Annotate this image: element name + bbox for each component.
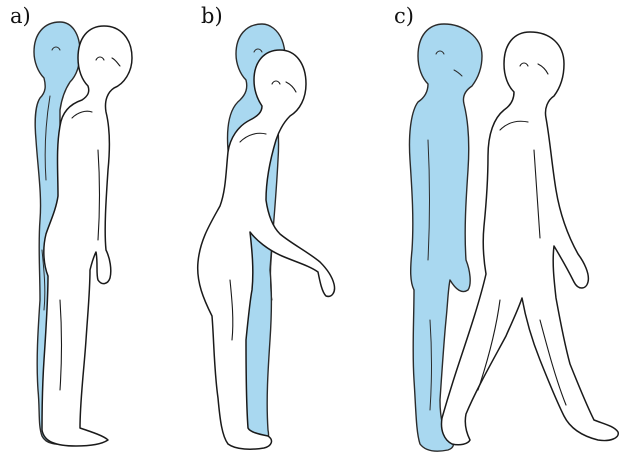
panel-c [409, 24, 618, 451]
panel-a [34, 22, 132, 446]
panel-b [198, 24, 335, 449]
panel-c-figure [441, 32, 618, 445]
